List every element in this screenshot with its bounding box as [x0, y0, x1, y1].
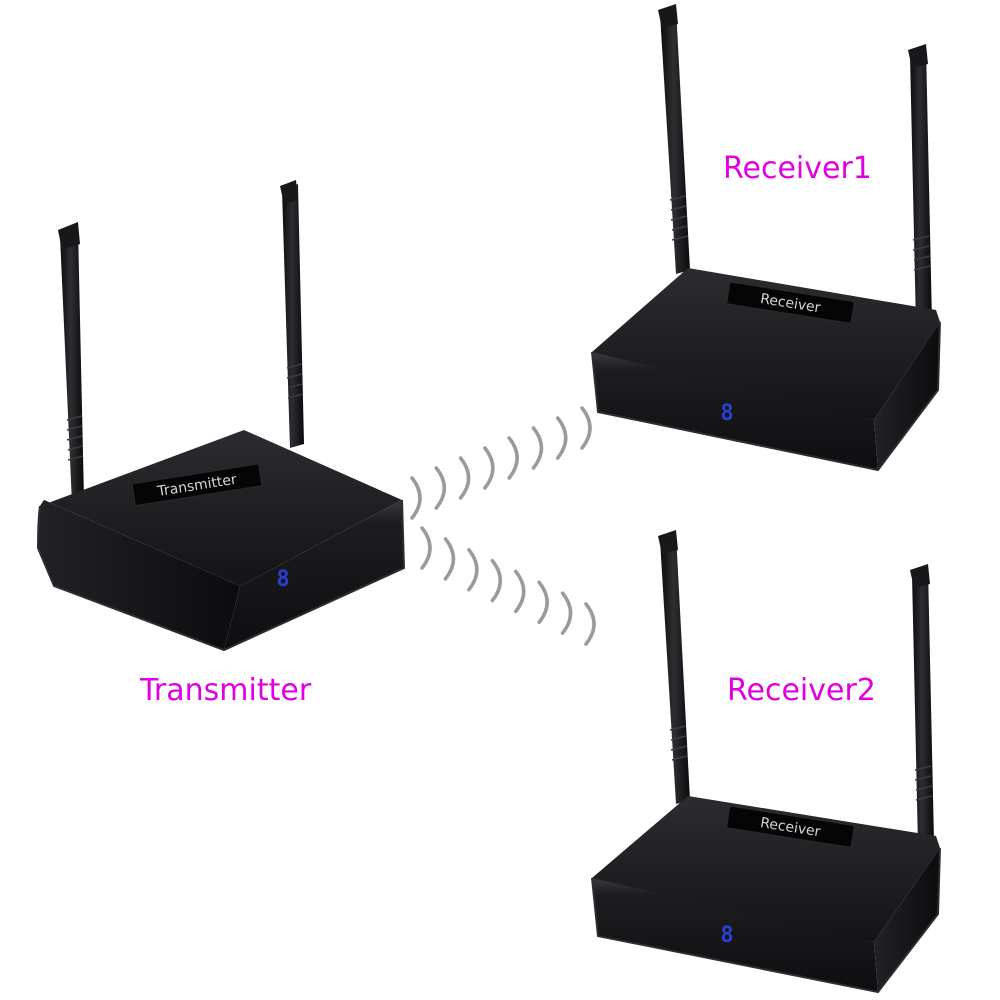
receiver1-antenna-right: [908, 44, 932, 326]
receiver1-device: Receiver 8: [591, 4, 941, 472]
transmitter-display: 8: [276, 567, 289, 592]
receiver1-display: 8: [720, 401, 733, 426]
signal-arc-upper: [434, 466, 447, 510]
signal-waves-to-receiver1: [410, 406, 592, 520]
receiver2-antenna-right: [910, 564, 934, 846]
transmitter-caption: Transmitter: [140, 673, 312, 708]
signal-arc-lower: [560, 591, 573, 635]
receiver1-antenna-left: [658, 4, 690, 274]
signal-arc-lower: [420, 526, 432, 570]
signal-arc-upper: [483, 446, 495, 490]
signal-waves-to-receiver2: [420, 526, 596, 646]
signal-arc-lower: [537, 580, 549, 625]
signal-arc-lower: [443, 537, 456, 581]
receiver2-caption: Receiver2: [727, 673, 876, 708]
signal-arc-upper: [507, 436, 519, 480]
transmitter-top-surface: [40, 430, 402, 586]
signal-arc-lower: [467, 547, 479, 592]
receiver2-display: 8: [720, 923, 733, 948]
signal-arc-upper: [410, 476, 422, 520]
receiver2-front-panel: [592, 878, 878, 992]
transmitter-front-panel: [224, 500, 404, 650]
signal-arc-upper: [580, 406, 592, 450]
transmitter-antenna-left: [58, 222, 84, 504]
transmitter-device: Transmitter 8: [36, 180, 406, 652]
signal-arc-upper: [531, 426, 544, 470]
signal-arc-lower: [584, 602, 596, 646]
signal-arc-upper: [555, 416, 568, 460]
receiver2-device: Receiver 8: [591, 530, 941, 994]
signal-arc-upper: [458, 456, 471, 500]
receiver1-caption: Receiver1: [723, 151, 872, 186]
transmitter-antenna-right: [280, 180, 304, 448]
receiver1-front-panel: [592, 352, 878, 470]
signal-arc-lower: [490, 558, 503, 603]
signal-arc-lower: [513, 569, 526, 614]
receiver2-antenna-left: [658, 530, 690, 804]
